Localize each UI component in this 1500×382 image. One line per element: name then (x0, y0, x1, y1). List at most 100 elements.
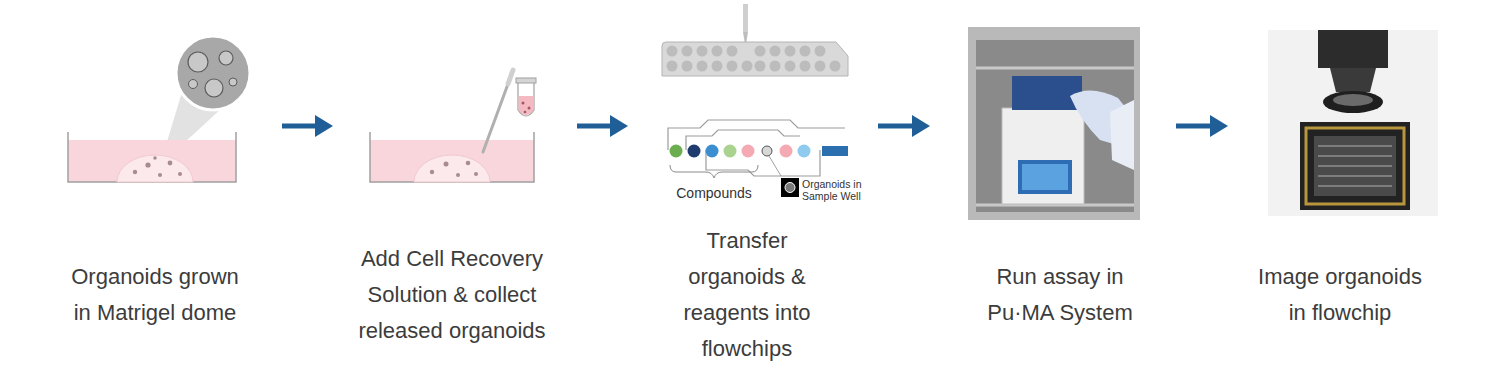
plate-well (830, 61, 841, 72)
step-caption: Transfer organoids & reagents into flowc… (675, 223, 820, 367)
plate-well (697, 46, 708, 57)
outlet-bar (822, 146, 848, 156)
caption-block: Transfer organoids & reagents into flowc… (675, 215, 820, 375)
organoid (219, 51, 233, 65)
tube-liquid (519, 96, 534, 115)
lab-coat-sleeve (1110, 100, 1134, 170)
stage (1300, 122, 1410, 210)
instrument-photo (968, 27, 1140, 220)
compound-well (780, 145, 793, 158)
workflow-step: Run assay in Pu·MA System (932, 20, 1174, 375)
compounds-bracket (670, 165, 758, 178)
organoid-dot (178, 172, 182, 176)
organoid-dot (522, 102, 525, 105)
chip-row (1318, 175, 1392, 177)
zoom-circle (176, 36, 250, 110)
step-caption: Add Cell Recovery Solution & collect rel… (355, 241, 550, 349)
flowchip-illustration (662, 4, 848, 197)
objective (1330, 68, 1376, 92)
callout-label: Organoids in Sample Well (802, 178, 872, 202)
organoid (189, 80, 198, 89)
device-lid (1012, 76, 1082, 110)
organoid-dot (474, 172, 478, 176)
caption-block: Organoids grown in Matrigel dome (65, 215, 245, 375)
chip-row (1318, 145, 1392, 147)
compound-well (742, 145, 755, 158)
flow-arrow (282, 124, 317, 129)
plate-well (815, 46, 826, 57)
caption-block: Add Cell Recovery Solution & collect rel… (355, 215, 550, 375)
recovery-illustration (370, 70, 536, 182)
plate-wells (667, 46, 841, 72)
pipette (483, 84, 508, 152)
microscope-photo (1268, 30, 1438, 216)
culture-medium (370, 140, 534, 182)
plate-well (770, 46, 781, 57)
device-body (1002, 108, 1084, 204)
chip-row (1318, 185, 1392, 187)
plate-well (755, 61, 766, 72)
plate-well (712, 46, 723, 57)
screen-display (1022, 164, 1068, 190)
plate-well (742, 61, 753, 72)
compound-well (724, 145, 737, 158)
stage-ring-inner (1333, 94, 1373, 106)
incubator-frame (968, 27, 1140, 220)
organoid-dot (133, 170, 137, 174)
shelf (976, 67, 1134, 70)
organoid (188, 52, 208, 72)
stage-frame (1306, 128, 1404, 204)
matrigel-dome (117, 155, 193, 182)
plate-well (800, 61, 811, 72)
flow-arrow (878, 124, 914, 129)
matrigel-dome (414, 155, 490, 182)
organoid-dot (528, 107, 531, 110)
photo-ground (1268, 30, 1438, 216)
leader-line (769, 156, 781, 176)
flowchip-holder (1314, 136, 1396, 196)
step-caption: Image organoids in flowchip (1253, 259, 1428, 331)
flow-arrow (577, 124, 612, 129)
organoid-dot (145, 162, 150, 167)
workflow-step: Add Cell Recovery Solution & collect rel… (335, 20, 575, 375)
organoid-dot (168, 161, 173, 166)
incubator-chamber (976, 40, 1134, 212)
organoid-dot (444, 162, 449, 167)
organoid-dot (524, 111, 527, 114)
step-caption: Run assay in Pu·MA System (985, 259, 1135, 331)
plate-well (667, 61, 678, 72)
plate-well (755, 46, 766, 57)
organoid (205, 79, 223, 97)
pipette (743, 4, 748, 32)
plate-well (697, 61, 708, 72)
stage-ring (1323, 91, 1383, 113)
well-plate (662, 42, 848, 76)
plate-well (800, 46, 811, 57)
plate-well (785, 61, 796, 72)
dish-wall (68, 132, 236, 182)
organoid-dot (430, 170, 434, 174)
plate-well (727, 46, 738, 57)
device-screen (1018, 160, 1072, 194)
tube (518, 82, 534, 116)
chip-row (1318, 155, 1392, 157)
plate-well (682, 61, 693, 72)
culture-medium (68, 140, 236, 182)
workflow-step: Transfer organoids & reagents into flowc… (630, 20, 876, 375)
plate-well (785, 46, 796, 57)
compound-well (670, 145, 683, 158)
plate-well (667, 46, 678, 57)
workflow-step: Organoids grown in Matrigel dome (40, 20, 280, 375)
compound-well (706, 145, 719, 158)
organoid-dot (153, 156, 157, 160)
caption-block: Image organoids in flowchip (1253, 215, 1428, 375)
plate-well (815, 61, 826, 72)
pipette-body (508, 70, 513, 84)
organoid (229, 78, 237, 86)
compound-well (688, 145, 701, 158)
sample-well (762, 146, 772, 156)
